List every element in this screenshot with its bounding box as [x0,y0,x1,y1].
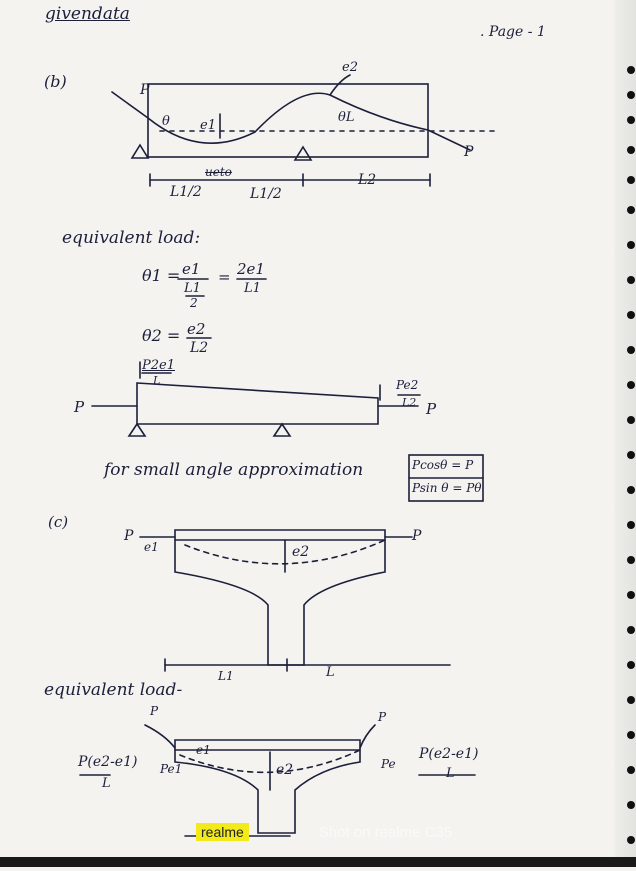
force-label-right-c: P [412,528,422,544]
e2-load-label-c: e2 [276,762,294,778]
part-b-label: (b) [44,72,67,91]
dim-label-l2-b: L2 [358,172,377,188]
pin-support-b-left [130,143,150,159]
eq1-den1: L1 [184,281,201,296]
watermark-text: Shot on realme C35 [318,824,453,841]
load-top-right-b: Pe2 [396,378,419,392]
load-top-left-den-b: L [153,374,161,387]
beam-b [147,83,429,158]
beam-section-c [174,529,386,666]
load-section-c [174,739,361,834]
approximation-note: for small angle approximation [104,460,364,480]
eq1-lhs: θ1 = [142,266,181,285]
p-top-right-label-c: P [378,710,387,724]
spiral-binding [614,0,636,867]
load-beam-b [136,382,379,425]
load-force-right-b: P [426,400,437,418]
load-force-left-b: P [74,398,85,416]
pe1-label-c: Pe1 [160,762,183,776]
eq2-den: L2 [190,340,209,356]
eq1-equals: = [218,268,231,286]
angle-label-right-b: θL [338,110,355,125]
pe-label-c: Pe [381,757,396,771]
eq1-num2: 2e1 [237,260,265,278]
eq1-num1: e1 [182,260,201,278]
force-label-left-b: P [140,82,150,98]
force-label-right-b: P [464,144,474,160]
eq2-num: e2 [187,320,206,338]
tendon-profile-b [111,91,471,151]
part-c-label: (c) [48,513,69,531]
roller-support-b [293,145,313,161]
e1-load-label-c: e1 [196,743,211,757]
p-top-label-c: P [150,704,159,718]
e2-leader-b [329,74,351,96]
eq1-den1b: 2 [190,296,198,310]
e2-label-c: e2 [292,544,310,560]
load-top-left-b: P2e1 [142,358,175,373]
boxed-line-2: Psin θ = Pθ [412,481,482,495]
left-load-numerator-c: P(e2-e1) [78,754,138,770]
left-load-denominator-c: L [102,776,111,791]
right-load-numerator-c: P(e2-e1) [419,746,479,762]
page-number: . Page - 1 [480,24,546,40]
right-load-denominator-c: L [446,766,455,781]
struck-text-b: ueto [205,165,232,179]
e1-label-b: e1 [200,118,216,133]
e2-label-b: e2 [342,60,358,75]
e1-label-c: e1 [144,540,159,554]
camera-watermark: realme Shot on realme C35 [196,822,452,841]
page-header-title: givendata [45,4,130,24]
dim-label-l1-c: L1 [218,669,234,683]
eq2-lhs: θ2 = [142,326,181,345]
boxed-line-1: Pcosθ = P [412,458,474,472]
dim-label-l1-half-b: L1/2 [170,184,202,200]
dim-label-l1-half-2-b: L1/2 [250,186,282,202]
eq1-den2: L1 [244,281,261,296]
equivalent-load-heading-c: equivalent load- [44,680,183,700]
load-top-right-den-b: L2 [402,396,417,409]
dim-label-l-c: L [326,665,335,680]
force-label-left-c: P [124,528,134,544]
equivalent-load-heading-b: equivalent load: [62,228,201,248]
angle-label-left-b: θ [162,114,170,129]
watermark-brand: realme [196,823,249,841]
photo-bottom-edge [0,857,636,867]
